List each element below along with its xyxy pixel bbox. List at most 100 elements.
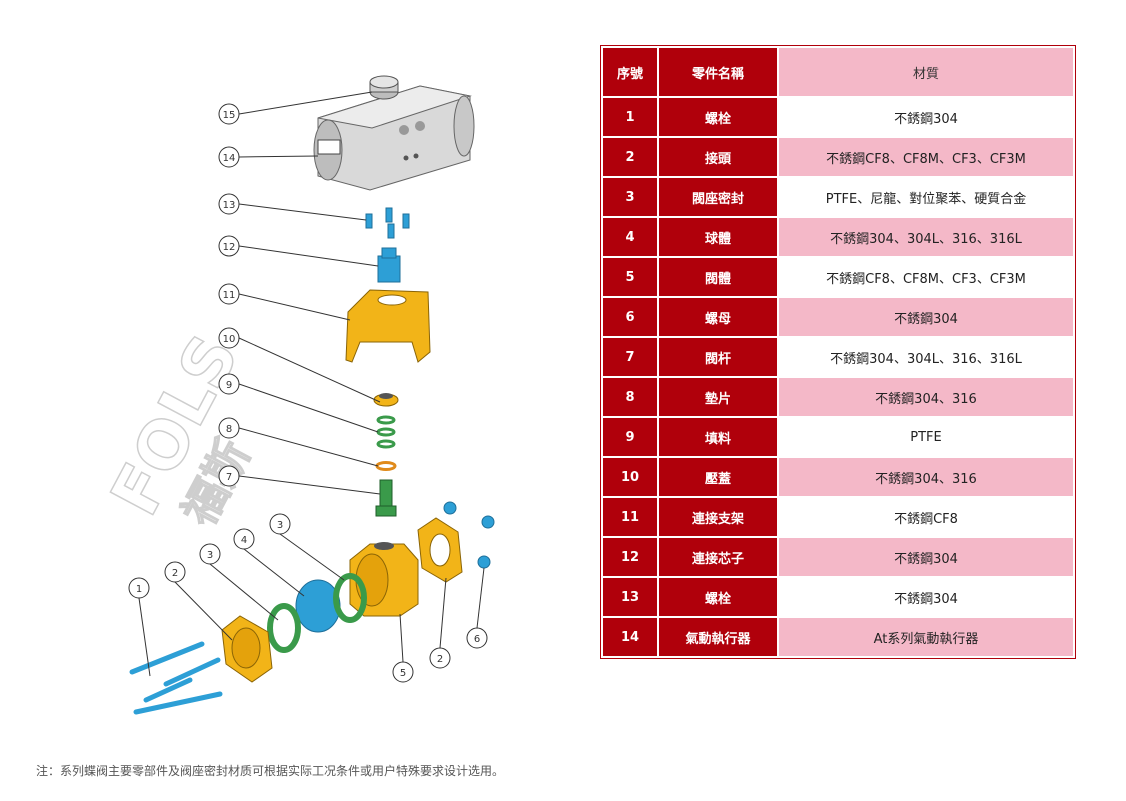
row-number: 2 [601,136,659,178]
row-number: 11 [601,496,659,538]
header-no: 序號 [601,46,659,98]
svg-text:1: 1 [136,584,142,595]
row-material: 不銹鋼304、316 [777,456,1075,498]
callout-6: 6 [466,627,488,649]
row-material: 不銹鋼304 [777,296,1075,338]
callout-14: 14 [218,146,240,168]
row-material: 不銹鋼304 [777,576,1075,618]
row-number: 3 [601,176,659,218]
callout-15: 15 [218,103,240,125]
svg-text:4: 4 [241,535,247,546]
row-material: 不銹鋼CF8 [777,496,1075,538]
callout-3-left: 3 [199,543,221,565]
header-part-name: 零件名稱 [657,46,779,98]
row-part-name: 填料 [657,416,779,458]
callout-9: 9 [218,373,240,395]
table-header-row: 序號 零件名稱 材質 [601,46,1075,98]
row-number: 9 [601,416,659,458]
row-material: 不銹鋼304、304L、316、316L [777,216,1075,258]
pneumatic-actuator [313,75,475,191]
callout-10: 10 [218,327,240,349]
bracket-11 [345,289,431,363]
row-number: 6 [601,296,659,338]
end-connector-2-left [221,615,273,683]
row-part-name: 連接支架 [657,496,779,538]
row-part-name: 閥座密封 [657,176,779,218]
callout-13: 13 [218,193,240,215]
coupling-12 [377,247,401,283]
row-part-name: 閥杆 [657,336,779,378]
row-part-name: 接頭 [657,136,779,178]
row-number: 7 [601,336,659,378]
row-material: 不銹鋼304、304L、316、316L [777,336,1075,378]
row-part-name: 壓蓋 [657,456,779,498]
row-material: 不銹鋼304 [777,96,1075,138]
row-material: PTFE、尼龍、對位聚苯、硬質合金 [777,176,1075,218]
row-part-name: 閥體 [657,256,779,298]
svg-text:9: 9 [226,380,232,391]
row-part-name: 螺母 [657,296,779,338]
callout-3-right: 3 [269,513,291,535]
row-part-name: 氣動執行器 [657,616,779,658]
svg-text:11: 11 [223,290,236,301]
row-material: 不銹鋼304、316 [777,376,1075,418]
svg-text:5: 5 [400,668,406,679]
row-material: 不銹鋼CF8、CF8M、CF3、CF3M [777,136,1075,178]
svg-text:7: 7 [226,472,232,483]
seat-3-right [333,573,367,623]
callout-8: 8 [218,417,240,439]
row-part-name: 球體 [657,216,779,258]
row-number: 13 [601,576,659,618]
row-material: 不銹鋼304 [777,536,1075,578]
svg-text:2: 2 [437,654,443,665]
row-number: 14 [601,616,659,658]
row-part-name: 螺栓 [657,96,779,138]
callout-7: 7 [218,465,240,487]
svg-text:3: 3 [207,550,213,561]
svg-text:2: 2 [172,568,178,579]
callout-5: 5 [392,661,414,683]
svg-text:14: 14 [223,153,236,164]
watermark-left: FOLS 福斯 [95,322,260,535]
row-number: 4 [601,216,659,258]
callout-12: 12 [218,235,240,257]
row-part-name: 連接芯子 [657,536,779,578]
callout-2-left: 2 [164,561,186,583]
footnote: 注：系列蝶阀主要零部件及阀座密封材质可根据实际工况条件或用户特殊要求设计选用。 [36,764,505,778]
svg-text:15: 15 [223,110,236,121]
callout-2-right: 2 [429,647,451,669]
seat-3-left [267,603,301,653]
callout-1: 1 [128,577,150,599]
gasket-8 [375,461,397,471]
svg-text:13: 13 [223,200,236,211]
row-number: 10 [601,456,659,498]
row-part-name: 螺栓 [657,576,779,618]
bolts-13 [365,207,410,239]
svg-text:8: 8 [226,424,232,435]
callout-4: 4 [233,528,255,550]
row-number: 5 [601,256,659,298]
exploded-valve-diagram: FOLS 福斯 [95,75,495,715]
end-connector-2-right [417,517,463,583]
leader-lines [138,91,485,677]
svg-text:10: 10 [223,334,236,345]
svg-text:3: 3 [277,520,283,531]
gland-10 [373,393,399,407]
row-number: 8 [601,376,659,418]
stem-7 [375,479,397,517]
ball-4 [295,579,341,633]
